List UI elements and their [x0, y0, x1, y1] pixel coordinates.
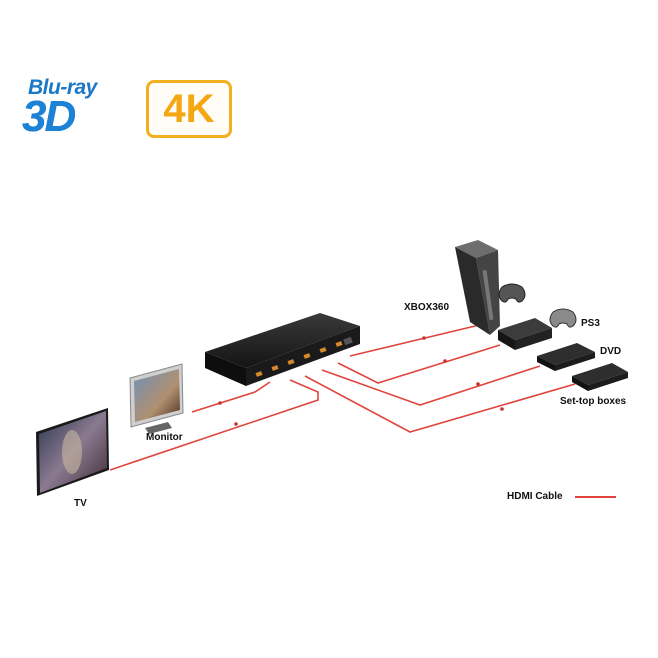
label-dvd: DVD — [600, 346, 622, 357]
xbox360-device — [455, 240, 500, 335]
4k-logo: 4K — [146, 80, 232, 138]
monitor-device — [129, 363, 184, 434]
legend-hdmi-cable-label: HDMI Cable — [507, 491, 563, 502]
cable-monitor — [191, 381, 271, 413]
label-tv: TV — [74, 498, 87, 509]
bluray-3d-logo-text: 3D — [22, 92, 76, 141]
hdmi-cables — [109, 320, 616, 498]
ps3-controller-icon — [549, 308, 577, 328]
dvd-device — [537, 343, 595, 371]
label-xbox360: XBOX360 — [404, 302, 450, 313]
tv-device — [36, 408, 109, 496]
4k-logo-text: 4K — [163, 86, 215, 131]
label-ps3: PS3 — [581, 318, 600, 329]
cable-markers — [218, 336, 504, 426]
bluray-logo-text: Blu-ray — [28, 76, 97, 99]
cable-dvd — [321, 365, 541, 406]
xbox-controller-icon — [498, 283, 526, 303]
cable-settop — [304, 375, 576, 433]
settop-box-device — [572, 363, 628, 391]
cable-tv — [109, 379, 319, 471]
label-settop-boxes: Set-top boxes — [560, 396, 627, 407]
cable-ps3 — [337, 344, 501, 384]
hdmi-switch-device — [205, 313, 360, 386]
ps3-device — [498, 318, 552, 350]
label-monitor: Monitor — [146, 432, 183, 443]
